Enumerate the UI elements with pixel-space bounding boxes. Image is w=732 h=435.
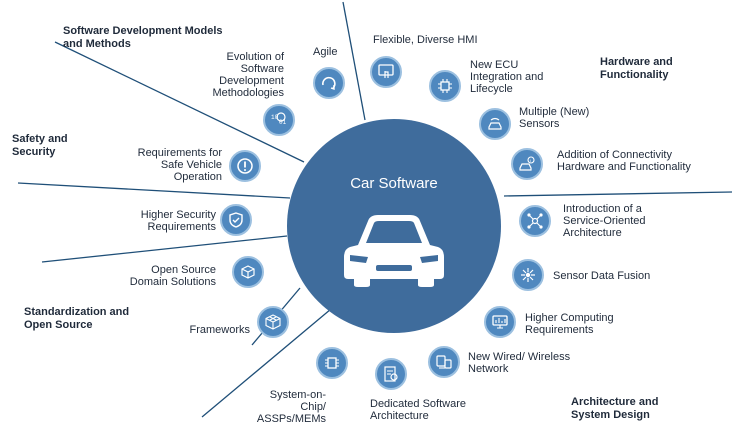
item-label-hmi: Flexible, Diverse HMI xyxy=(373,34,478,46)
svg-text:10: 10 xyxy=(271,114,279,121)
hub-title: Car Software xyxy=(350,175,438,192)
item-label-ecu: New ECU Integration and Lifecycle xyxy=(470,59,544,95)
divider-hw-arch xyxy=(503,191,732,197)
item-label-fusion: Sensor Data Fusion xyxy=(553,270,651,282)
computing-monitor-icon xyxy=(484,306,516,338)
sensor-fusion-icon xyxy=(512,259,544,291)
network-devices-icon xyxy=(428,346,460,378)
item-label-safe-operation: Requirements for Safe Vehicle Operation xyxy=(137,147,222,183)
divider-standard xyxy=(41,235,288,263)
item-label-agile: Agile xyxy=(313,46,338,58)
connected-car-icon: i xyxy=(511,148,543,180)
car-front-icon xyxy=(344,215,444,287)
divider-bottom xyxy=(201,308,332,418)
cube-network-icon xyxy=(232,256,264,288)
agile-cycle-icon xyxy=(313,67,345,99)
svg-text:01: 01 xyxy=(279,119,287,126)
svg-text:i: i xyxy=(530,158,531,163)
category-software-development: Software Development Models and Methods xyxy=(63,25,223,50)
divider-sw-dev xyxy=(54,41,305,163)
category-safety-security: Safety and Security xyxy=(12,133,68,158)
item-label-frameworks: Frameworks xyxy=(189,324,250,336)
warning-exclamation-icon xyxy=(229,150,261,182)
item-label-sensors: Multiple (New) Sensors xyxy=(519,106,590,130)
item-label-connectivity: Addition of Connectivity Hardware and Fu… xyxy=(557,149,691,173)
item-label-dedicated: Dedicated Software Architecture xyxy=(370,398,466,422)
framework-cube-icon xyxy=(257,306,289,338)
divider-safety xyxy=(17,182,291,199)
item-label-soa: Introduction of a Service-Oriented Archi… xyxy=(563,203,646,239)
item-label-network: New Wired/ Wireless Network xyxy=(468,351,571,375)
category-architecture: Architecture and System Design xyxy=(571,396,659,421)
microchip-icon xyxy=(316,347,348,379)
item-label-open-source: Open Source Domain Solutions xyxy=(129,264,216,288)
architecture-document-icon xyxy=(375,358,407,390)
car-sensor-icon xyxy=(479,108,511,140)
touch-screen-icon xyxy=(370,56,402,88)
category-hardware: Hardware and Functionality xyxy=(600,56,673,81)
item-label-computing: Higher Computing Requirements xyxy=(525,312,614,336)
item-label-soc: System-on-Chip/ ASSPs/MEMs xyxy=(256,389,326,425)
item-label-evolution: Evolution of Software Development Method… xyxy=(212,51,284,99)
divider-agile-hmi xyxy=(342,1,366,121)
shield-check-icon xyxy=(220,204,252,236)
chip-gear-icon xyxy=(429,70,461,102)
service-network-icon xyxy=(519,205,551,237)
item-label-security: Higher Security Requirements xyxy=(140,209,216,233)
car-software-hub: Car Software xyxy=(287,119,501,333)
category-standardization: Standardization and Open Source xyxy=(24,306,130,331)
